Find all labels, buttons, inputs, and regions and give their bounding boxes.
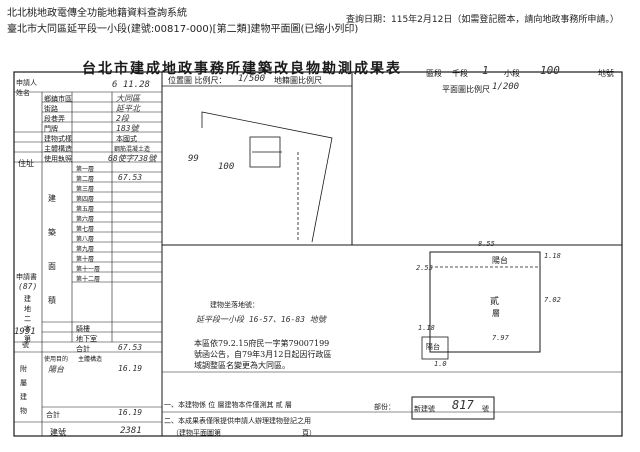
attached-total-label: 合計 [46,411,60,419]
lot-100: 100 [218,162,235,172]
plan-scale-value: 1/200 [492,82,520,92]
land-lot-label: 建物坐落地號： [210,301,259,309]
query-date-info: 查詢日期：115年2月12日（如需登記謄本，請向地政事務所申請。） [346,15,619,25]
address-label-4: 門牌 [44,125,58,133]
lot-label: 地號 [598,69,614,78]
address-value-1: 大同區 [116,94,140,103]
floor-6: 第六層 [76,216,95,223]
usage-value: 68使字738號 [108,154,157,163]
applicant-label: 申請人姓名 [16,79,37,97]
floor-1: 第一層 [76,166,95,173]
floor-2: 第二層 [76,176,95,183]
dim-bottom-3: 7.97 [492,334,509,342]
app-title: 北北桃地政電傳全功能地籍資料查詢系統 [7,8,187,19]
remark-text: 本區依79.2.15府民一字第79007199號函公告，自79年3月12日起因行… [194,339,332,370]
side-note-2: (87) [18,282,38,291]
district-label: 區段 [426,69,442,78]
floor-8: 第八層 [76,236,95,243]
record-description: 臺北市大同區延平段一小段(建號:00817-000)[第二類]建物平面圖(已縮小… [7,24,359,35]
section-value: 1 [482,64,489,77]
basement-label: 地下室 [76,335,97,343]
address-value-2: 延平北 [116,104,140,113]
floor-7: 第七層 [76,226,95,233]
floor-4: 第四層 [76,196,95,203]
address-label-2: 街路 [44,105,58,113]
address-label-3: 段巷弄 [44,115,65,123]
floor-area-label: 建築面積 [48,194,56,305]
dim-top: 8.55 [478,240,495,248]
structure-label: 建物式樣 [44,135,72,143]
location-plan-scale: 1/500 [238,74,266,84]
total-value: 67.53 [118,343,143,352]
survey-form: 台北市建成地政事務所建築改良物勘測成果表 區段 千段 1 小段 100 地號 平… [12,42,626,444]
attached-row-area: 16.19 [118,364,143,373]
balcony-top: 陽台 [492,256,508,265]
side-note-4: 1991 [14,327,36,337]
room-label-2: 層 [492,309,500,318]
dim-bottom-2: 1.0 [434,360,447,368]
floor-11: 第十一層 [76,266,101,273]
subsection-label: 小段 [504,69,520,78]
attached-use: 使用目的 [44,356,69,363]
address-value-4: 183號 [116,124,139,133]
dim-left: 2.55 [416,264,433,272]
applied-date: 6 11.28 [112,80,150,90]
material-value: 鋼筋混凝土造 [114,146,151,153]
residence-label: 住址 [18,159,34,168]
building-no-label: 建號 [50,428,66,437]
building-no-handwritten: 2381 [120,426,142,436]
footer-note-1: 一、本建物係 位 層建物本件僅測其 貳 層 [164,401,292,409]
footer-note-2: 二、本成果表僅限提供申請人辦理建物登記之用 [164,417,311,425]
plan-footer: （建物平面圖第 [172,429,221,437]
subsection-value: 100 [540,64,560,77]
new-building-no-label: 新建號 [414,405,435,413]
side-note-1: 申請書 [16,273,37,281]
district-value: 千段 [452,69,468,78]
lot-99: 99 [188,154,199,164]
attached-label: 附屬建物 [20,365,27,415]
usage-label: 使用執照 [44,155,72,163]
address-label-1: 鄉鎮市區 [44,95,72,103]
new-building-no-suffix: 號 [482,405,489,413]
form-grid [13,71,623,437]
floor-10: 第十層 [76,256,95,263]
floor-9: 第九層 [76,246,95,253]
land-lot-text: 延平段一小段 16-57、16-83 地號 [196,315,326,324]
balcony-bottom: 陽台 [426,343,440,351]
attached-total-value: 16.19 [118,408,143,417]
dim-right-top: 1.18 [544,252,561,260]
material-label: 主體構造 [44,145,72,153]
structure-value: 本國式 [116,135,137,143]
floor-5: 第五層 [76,206,95,213]
floor-12: 第十二層 [76,276,101,283]
address-value-3: 2段 [116,114,129,123]
side-note-3: 建地二字第 [24,295,31,343]
plan-footer-2: 頁） [302,429,316,437]
attached-row-use: 陽台 [48,365,64,374]
side-note-5: 號 [22,341,29,349]
dim-right-mid: 7.02 [544,296,561,304]
total-label: 合計 [76,345,90,353]
plan-scale-label: 平面圖比例尺 [442,85,490,94]
room-label: 貳 [490,297,500,307]
floor-2-area: 67.53 [118,173,143,182]
new-building-no-value: 817 [452,398,474,412]
location-plan-label: 位置圖 比例尺： [168,76,227,85]
dim-bottom-1: 1.18 [418,324,435,332]
location-plan-suffix: 地籍圖比例尺 [274,76,322,85]
form-title: 台北市建成地政事務所建築改良物勘測成果表 [82,61,402,77]
balcony-label: 騎樓 [76,325,90,333]
floor-3: 第三層 [76,186,95,193]
attached-material: 主體構造 [78,356,103,363]
sheet-label: 部份： [374,403,395,411]
